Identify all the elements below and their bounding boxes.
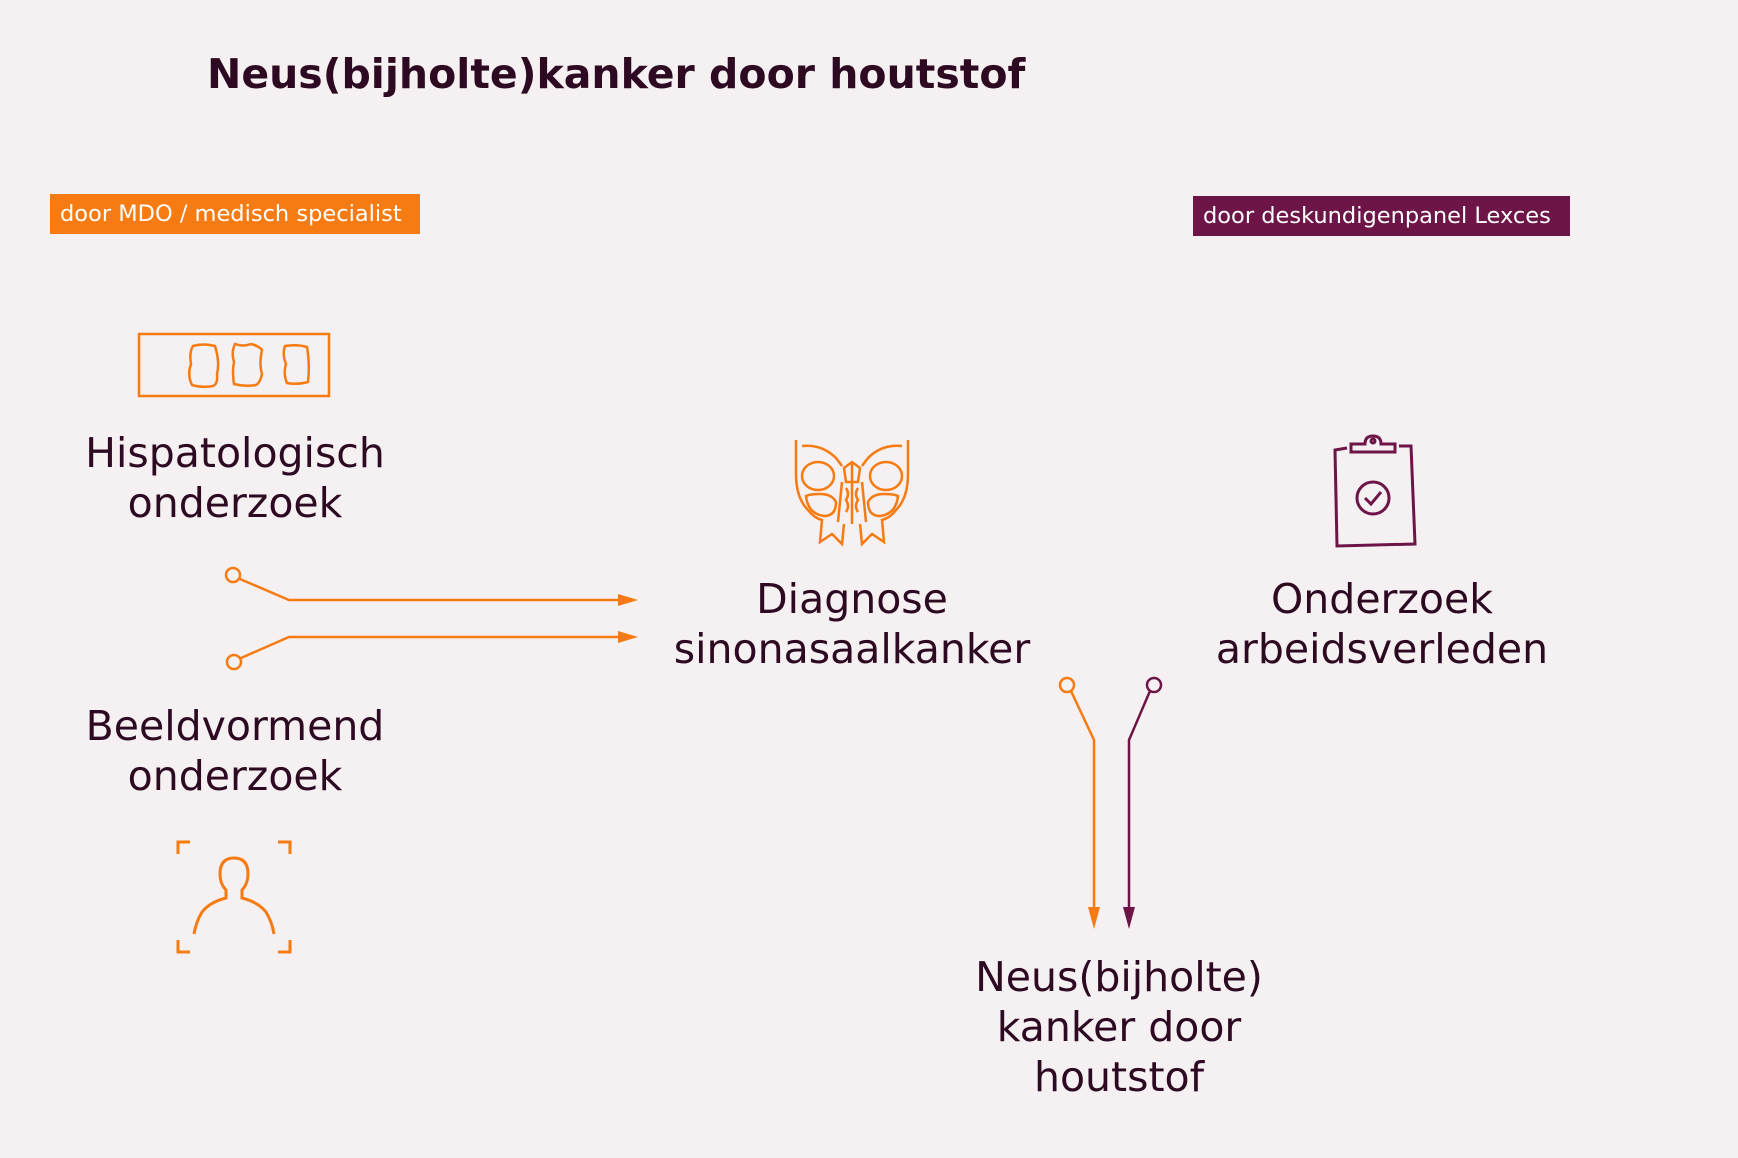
badge-deskundigenpanel: door deskundigenpanel Lexces (1193, 196, 1570, 236)
person-scan-icon (176, 840, 292, 954)
clipboard-check-icon (1329, 432, 1417, 552)
node-result: Neus(bijholte) kanker door houtstof (975, 953, 1263, 1101)
badge-medisch-specialist: door MDO / medisch specialist (50, 194, 420, 234)
microscope-slide-icon (137, 332, 331, 398)
node-beeldvormend-onderzoek: Beeldvormend onderzoek (85, 702, 385, 800)
sinus-icon (792, 438, 912, 548)
connector-diagnose-result (1058, 676, 1100, 929)
connector-beeldvormend-diagnose (225, 631, 638, 671)
connector-hispatologisch-diagnose (224, 566, 638, 606)
node-onderzoek-arbeidsverleden: Onderzoek arbeidsverleden (1215, 575, 1549, 673)
connector-arbeidsverleden-result (1123, 676, 1163, 929)
node-hispatologisch-onderzoek: Hispatologisch onderzoek (85, 429, 385, 527)
node-diagnose: Diagnose sinonasaalkanker (673, 575, 1031, 673)
page-title: Neus(bijholte)kanker door houtstof (207, 50, 1026, 98)
